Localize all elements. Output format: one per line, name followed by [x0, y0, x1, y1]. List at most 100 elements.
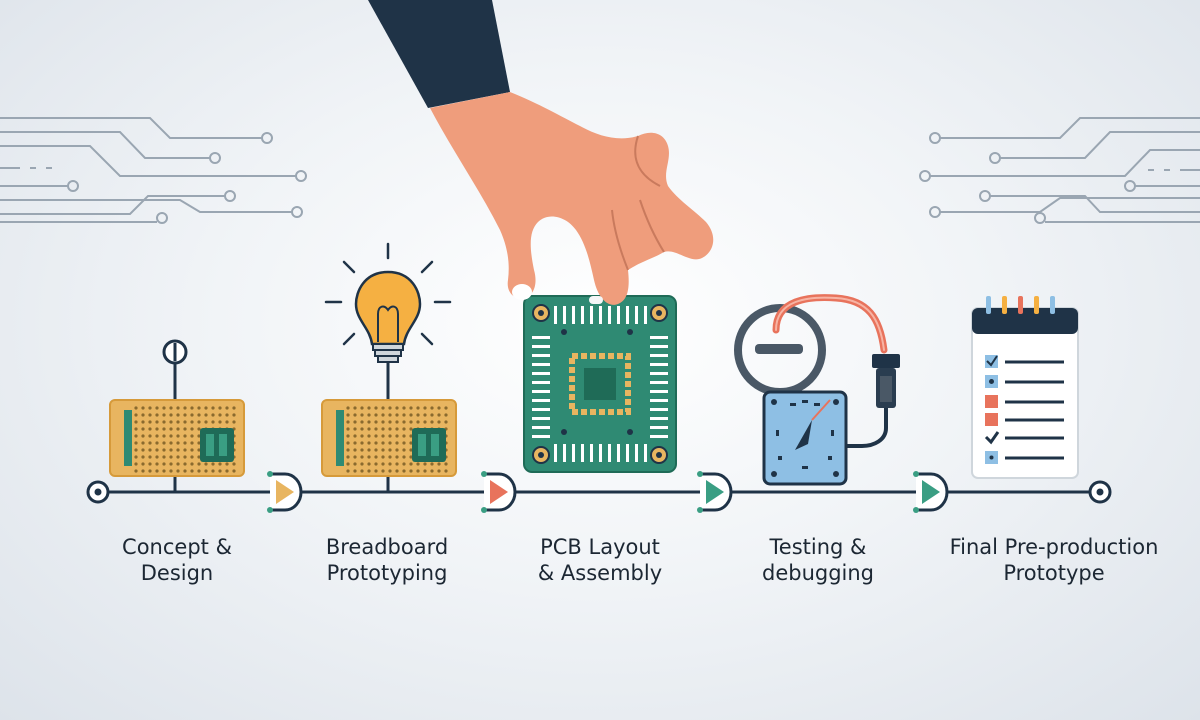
breadboard-hole — [162, 462, 166, 466]
pcb-pin — [590, 306, 593, 324]
breadboard-hole — [204, 469, 208, 473]
pcb-pin — [626, 444, 629, 462]
pcb-pin — [532, 399, 550, 402]
breadboard-hole — [360, 462, 364, 466]
breadboard-hole — [367, 462, 371, 466]
breadboard-hole — [374, 420, 378, 424]
breadboard-hole — [395, 462, 399, 466]
breadboard-hole — [169, 441, 173, 445]
breadboard-hole — [423, 420, 427, 424]
stage-label-final-prototype: Final Pre-production Prototype — [924, 534, 1184, 586]
breadboard-hole — [183, 448, 187, 452]
breadboard-hole — [409, 427, 413, 431]
breadboard-hole — [204, 413, 208, 417]
breadboard-hole — [374, 448, 378, 452]
breadboard-hole — [134, 406, 138, 410]
breadboard-hole — [141, 413, 145, 417]
breadboard-hole — [367, 448, 371, 452]
checklist-icon — [971, 296, 1079, 479]
pcb-pin — [617, 444, 620, 462]
breadboard-hole — [204, 406, 208, 410]
breadboard-hole — [183, 469, 187, 473]
breadboard-hole — [416, 462, 420, 466]
breadboard-hole — [176, 462, 180, 466]
breadboard-hole — [444, 413, 448, 417]
breadboard-hole — [183, 455, 187, 459]
pcb-pin — [532, 435, 550, 438]
breadboard-hole — [197, 469, 201, 473]
breadboard-hole — [190, 406, 194, 410]
breadboard-hole — [402, 462, 406, 466]
pcb-pin — [635, 306, 638, 324]
breadboard-hole — [409, 441, 413, 445]
breadboard-hole — [367, 427, 371, 431]
breadboard-hole — [162, 448, 166, 452]
breadboard-hole — [162, 469, 166, 473]
breadboard-hole — [381, 413, 385, 417]
pcb-pin — [599, 306, 602, 324]
breadboard-hole — [346, 420, 350, 424]
breadboard-hole — [374, 427, 378, 431]
breadboard-hole — [197, 420, 201, 424]
breadboard-hole — [141, 469, 145, 473]
breadboard-hole — [183, 441, 187, 445]
pcb-pin — [644, 306, 647, 324]
breadboard-hole — [360, 434, 364, 438]
breadboard-hole — [346, 462, 350, 466]
breadboard-hole — [367, 420, 371, 424]
breadboard-hole — [388, 441, 392, 445]
pcb-pin — [532, 426, 550, 429]
breadboard-hole — [218, 413, 222, 417]
breadboard-hole — [218, 420, 222, 424]
breadboard-hole — [225, 420, 229, 424]
breadboard-hole — [134, 455, 138, 459]
flow-arrow-icon — [913, 471, 949, 513]
breadboard-hole — [190, 462, 194, 466]
pcb-pin — [650, 354, 668, 357]
flow-arrow-icon — [697, 471, 733, 513]
breadboard-hole — [232, 469, 236, 473]
breadboard-hole — [381, 441, 385, 445]
breadboard-hole — [346, 469, 350, 473]
flow-arrow-icon — [481, 471, 517, 513]
left-circuit-traces-icon — [0, 117, 307, 224]
breadboard-hole — [437, 469, 441, 473]
breadboard-hole — [176, 448, 180, 452]
breadboard-hole — [367, 413, 371, 417]
breadboard-hole — [353, 413, 357, 417]
breadboard-hole — [169, 448, 173, 452]
right-circuit-traces-icon — [919, 117, 1200, 224]
pcb-pin — [532, 372, 550, 375]
breadboard-hole — [148, 455, 152, 459]
breadboard-hole — [395, 441, 399, 445]
breadboard-hole — [155, 448, 159, 452]
breadboard-hole — [218, 469, 222, 473]
breadboard-hole — [176, 406, 180, 410]
breadboard-hole — [176, 455, 180, 459]
breadboard-hole — [388, 406, 392, 410]
breadboard-hole — [218, 462, 222, 466]
breadboard-hole — [190, 413, 194, 417]
pcb-pin — [650, 408, 668, 411]
pcb-pin — [650, 363, 668, 366]
breadboard-hole — [416, 469, 420, 473]
breadboard-hole — [353, 420, 357, 424]
breadboard-hole — [360, 427, 364, 431]
breadboard-hole — [141, 434, 145, 438]
breadboard-hole — [367, 434, 371, 438]
breadboard-hole — [395, 413, 399, 417]
pcb-pin — [635, 444, 638, 462]
breadboard-hole — [211, 406, 215, 410]
breadboard-hole — [346, 441, 350, 445]
stage-label-line: PCB Layout — [540, 535, 660, 559]
breadboard-hole — [402, 420, 406, 424]
breadboard-hole — [395, 448, 399, 452]
breadboard-hole — [197, 413, 201, 417]
breadboard-hole — [353, 406, 357, 410]
breadboard-hole — [444, 420, 448, 424]
multimeter-icon — [734, 294, 900, 486]
breadboard-hole — [346, 455, 350, 459]
breadboard-hole — [360, 469, 364, 473]
pcb-pin — [563, 306, 566, 324]
